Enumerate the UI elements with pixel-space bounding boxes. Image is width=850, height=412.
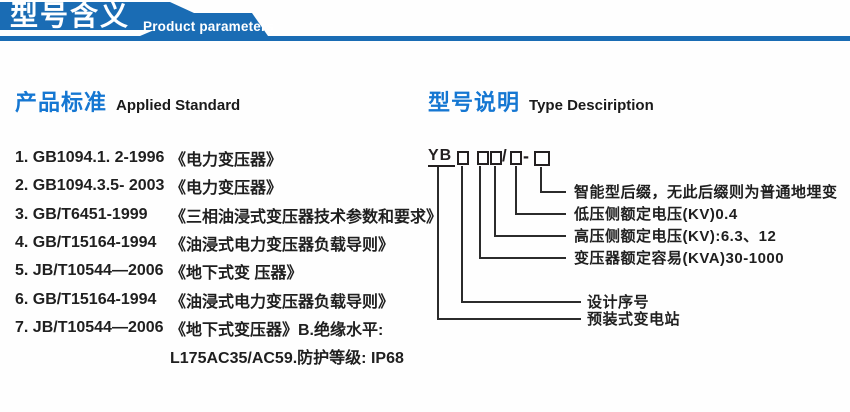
diagram-label-lv-voltage: 低压侧额定电压(KV)0.4 [574,206,738,223]
header-banner [0,2,850,41]
standards-heading-en: Applied Standard [116,97,241,114]
standards-heading: 产品标准 Applied Standard [15,85,240,117]
banner-main-block [0,2,194,30]
standard-code: 2. GB1094.3.5- 2003 [15,177,165,195]
connector-box5 [540,167,566,193]
standard-desc: 《电力变压器》 [170,152,283,170]
standard-row: 1. GB1094.1. 2-1996 《电力变压器》 [15,144,435,172]
model-box-5 [534,151,550,166]
standard-row: 7. JB/T10544—2006 《地下式变压器》B.绝缘水平: [15,314,435,342]
connector-box4 [515,166,566,215]
connector-box2 [479,166,566,259]
connector-prefix [437,167,581,320]
diagram-label-hv-voltage: 高压侧额定电压(KV):6.3、12 [574,228,777,245]
connector-box3 [494,166,566,237]
standard-code: 3. GB/T6451-1999 [15,205,148,223]
standard-row: 5. JB/T10544—2006 《地下式变 压器》 [15,257,435,285]
model-box-2 [477,151,489,165]
typedesc-heading-en: Type Desciription [529,97,654,114]
standard-code: 4. GB/T15164-1994 [15,234,157,252]
diagram-label-smart-suffix: 智能型后缀，无此后缀则为普通地埋变 [574,184,838,201]
page-subtitle: Product parameters [143,19,275,34]
page-title: 型号含义 [10,0,131,31]
standard-code: 1. GB1094.1. 2-1996 [15,149,165,167]
standard-desc: 《地下式变 压器》 [170,265,303,283]
standard-code: 5. JB/T10544—2006 [15,262,164,280]
standard-desc: 《油浸式电力变压器负载导则》 [170,237,395,255]
typedesc-heading: 型号说明 Type Desciription [428,85,654,117]
standard-code: 7. JB/T10544—2006 [15,318,164,336]
typedesc-heading-zh: 型号说明 [428,90,521,115]
model-prefix-underline [428,165,455,167]
standard-code: 6. GB/T15164-1994 [15,290,157,308]
standard-row: 6. GB/T15164-1994 《油浸式电力变压器负载导则》 [15,285,435,313]
connector-box1 [461,166,581,303]
banner-strip [0,36,850,41]
standards-heading-zh: 产品标准 [15,90,108,115]
standard-row-continuation: L175AC35/AC59.防护等级: IP68 [15,342,435,370]
model-box-4 [510,151,522,165]
model-dash: - [523,146,529,166]
model-slash: / [502,146,507,165]
standard-desc: L175AC35/AC59.防护等级: IP68 [170,350,404,368]
standard-desc: 《电力变压器》 [170,180,283,198]
standards-list: 1. GB1094.1. 2-1996 《电力变压器》 2. GB1094.3.… [15,144,442,370]
standard-desc: 《油浸式电力变压器负载导则》 [170,293,395,311]
standard-desc: 《三相油浸式变压器技术参数和要求》 [170,208,443,226]
standard-row: 2. GB1094.3.5- 2003 《电力变压器》 [15,172,435,200]
diagram-label-prefab-substation: 预装式变电站 [587,311,681,328]
standard-desc: 《地下式变压器》B.绝缘水平: [170,321,384,339]
diagram-label-rated-capacity: 变压器额定容易(KVA)30-1000 [574,250,785,267]
standard-row: 3. GB/T6451-1999 《三相油浸式变压器技术参数和要求》 [15,201,442,229]
standard-row: 4. GB/T15164-1994 《油浸式电力变压器负载导则》 [15,229,435,257]
model-box-1 [457,151,469,165]
model-box-3 [490,151,502,165]
diagram-label-design-serial: 设计序号 [587,294,650,311]
model-prefix: YB [428,147,453,164]
banner-sub-block [140,13,268,36]
